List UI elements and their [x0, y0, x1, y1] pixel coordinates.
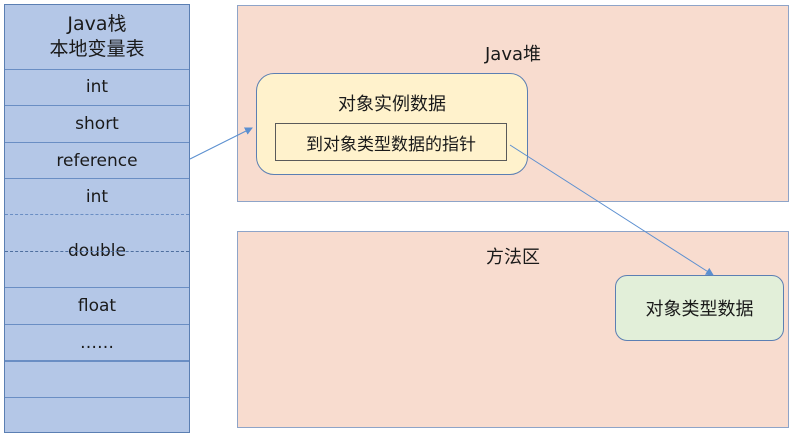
slot-label: …… — [80, 332, 114, 353]
slot-label: float — [77, 296, 117, 316]
java-stack: Java栈 本地变量表 int short reference int doub… — [4, 4, 190, 433]
stack-subtitle: 本地变量表 — [49, 38, 145, 60]
stack-slot-short: short — [5, 106, 189, 143]
heap-title: Java堆 — [484, 44, 542, 65]
slot-label: int — [85, 77, 109, 97]
object-instance-title: 对象实例数据 — [338, 94, 446, 115]
stack-slot-float: float — [5, 288, 189, 325]
slot-label: reference — [56, 150, 138, 171]
stack-slot-empty-1 — [5, 361, 189, 398]
stack-slot-empty-2 — [5, 398, 189, 434]
method-area-title: 方法区 — [486, 247, 540, 268]
object-type-data-label: 对象类型数据 — [645, 299, 754, 320]
stack-slot-int-2: int — [5, 179, 189, 215]
type-pointer-box: 到对象类型数据的指针 — [275, 123, 507, 161]
stack-slot-reference: reference — [5, 143, 189, 179]
slot-label: short — [75, 114, 119, 134]
stack-slot-ellipsis: …… — [5, 325, 189, 361]
stack-header: Java栈 本地变量表 — [5, 5, 189, 70]
object-type-data-box: 对象类型数据 — [615, 275, 784, 341]
stack-slot-int: int — [5, 69, 189, 106]
type-pointer-label: 到对象类型数据的指针 — [306, 134, 476, 155]
double-slot-divider — [5, 251, 189, 252]
stack-title: Java栈 — [67, 13, 127, 35]
object-instance-box: 对象实例数据 到对象类型数据的指针 — [256, 73, 528, 175]
slot-label: int — [85, 186, 109, 207]
